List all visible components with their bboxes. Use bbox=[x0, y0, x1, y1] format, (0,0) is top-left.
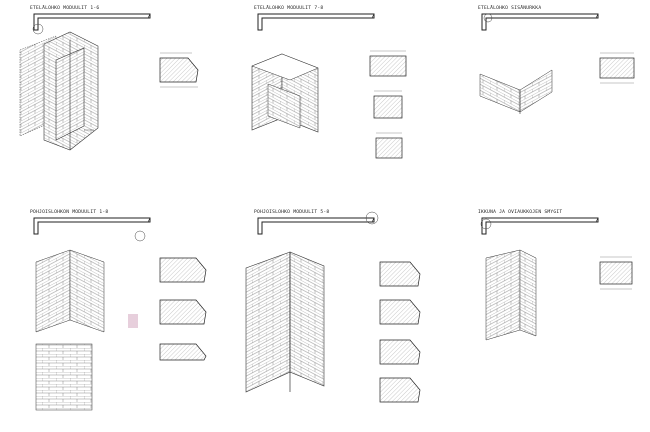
panel-title-2: ETELÄLOHKO MODUULIT 7-8 bbox=[254, 6, 324, 11]
isometric-brick-corner-2 bbox=[251, 53, 319, 133]
block-sections-5 bbox=[379, 261, 421, 403]
panel-title-3: ETELÄLOHKO SISÄNURKKA bbox=[478, 6, 542, 11]
brick-elevations-4 bbox=[35, 249, 105, 411]
panel-title-5: POHJOISLOHKO MODUULIT 5-8 bbox=[254, 210, 330, 215]
key-plan-4 bbox=[33, 217, 151, 242]
panel-title-1: ETELÄLOHKO MODUULIT 1-6 bbox=[30, 6, 100, 11]
key-plan-5 bbox=[257, 211, 379, 235]
key-plan-2 bbox=[257, 13, 375, 31]
block-section-3 bbox=[599, 52, 635, 84]
panel-title-6: IKKUNA JA OVIAUKKOJEN SMYGIT bbox=[478, 210, 563, 215]
panel-6 bbox=[480, 217, 633, 341]
panel-2 bbox=[251, 13, 407, 159]
isometric-inner-corner-3 bbox=[479, 69, 553, 114]
key-plan-1 bbox=[32, 13, 151, 35]
isometric-brick-corner-1 bbox=[19, 31, 99, 151]
key-plan-6 bbox=[480, 217, 599, 235]
panel-4 bbox=[33, 217, 207, 411]
block-section-6 bbox=[599, 256, 633, 290]
panel-5 bbox=[245, 211, 421, 403]
block-sections-4 bbox=[128, 257, 207, 361]
block-section-1 bbox=[159, 52, 199, 88]
panel-1 bbox=[19, 13, 199, 151]
block-sections-2 bbox=[369, 50, 407, 159]
key-plan-3 bbox=[481, 13, 599, 31]
isometric-brick-corner-5 bbox=[245, 251, 325, 393]
panel-title-4: POHJOISLOHKON MODUULIT 1-8 bbox=[30, 210, 109, 215]
isometric-window-jamb-6 bbox=[485, 249, 537, 341]
pink-marker bbox=[128, 314, 138, 328]
panel-3 bbox=[479, 13, 635, 114]
